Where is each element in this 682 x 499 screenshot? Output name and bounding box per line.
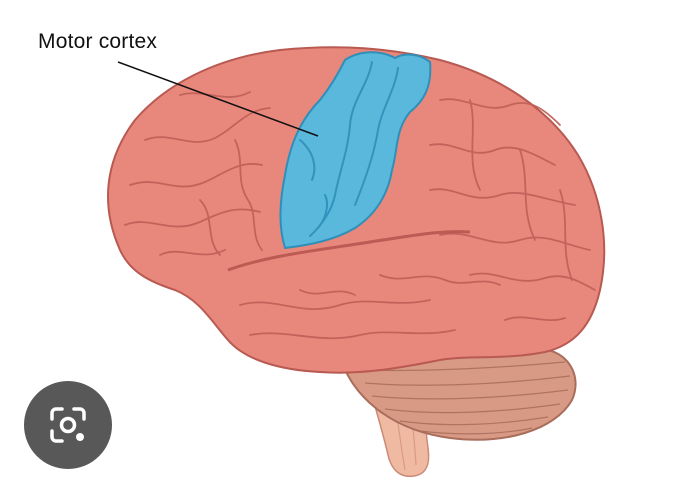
label-leader-line	[117, 61, 319, 137]
motor-cortex-region	[279, 51, 432, 250]
motor-cortex-label: Motor cortex	[38, 30, 158, 53]
visual-search-button[interactable]	[24, 381, 112, 469]
visual-search-icon	[50, 407, 86, 443]
